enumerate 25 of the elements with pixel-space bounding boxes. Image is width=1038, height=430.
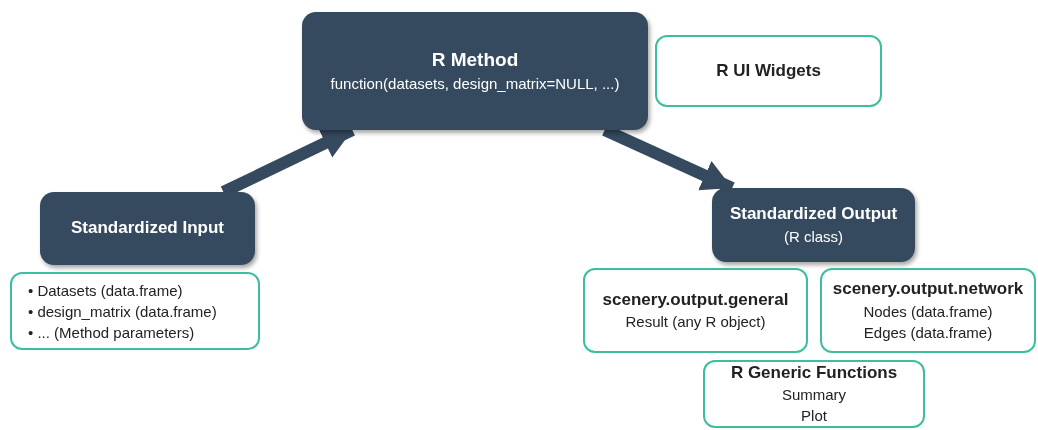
box-text: Edges (data.frame)	[863, 322, 993, 343]
list-item: • design_matrix (data.frame)	[28, 301, 217, 322]
box-text: (R class)	[783, 226, 844, 247]
box-title: R UI Widgets	[716, 59, 821, 82]
info-box	[703, 360, 925, 428]
box-text: Plot	[801, 406, 827, 427]
box-title: Standardized Input	[71, 217, 224, 240]
info-box	[655, 35, 882, 107]
box-text: Nodes (data.frame)	[863, 301, 993, 322]
box-title: scenery.output.general	[602, 288, 789, 311]
info-box	[583, 268, 808, 353]
box-text: function(datasets, design_matrix=NULL, ...)	[330, 73, 620, 94]
box-text: Summary	[781, 385, 847, 406]
list-item: • ... (Method parameters)	[28, 322, 196, 343]
info-box	[820, 268, 1036, 353]
box-title: scenery.output.network	[832, 278, 1024, 301]
box-title: R Generic Functions	[730, 361, 898, 384]
process-box	[40, 192, 255, 265]
list-item: • Datasets (data.frame)	[28, 280, 184, 301]
process-box	[712, 188, 915, 262]
info-box	[10, 272, 260, 350]
process-box	[302, 12, 648, 130]
box-title: Standardized Output	[729, 203, 898, 226]
box-text: Result (any R object)	[625, 312, 766, 333]
box-title: R Method	[431, 48, 519, 73]
